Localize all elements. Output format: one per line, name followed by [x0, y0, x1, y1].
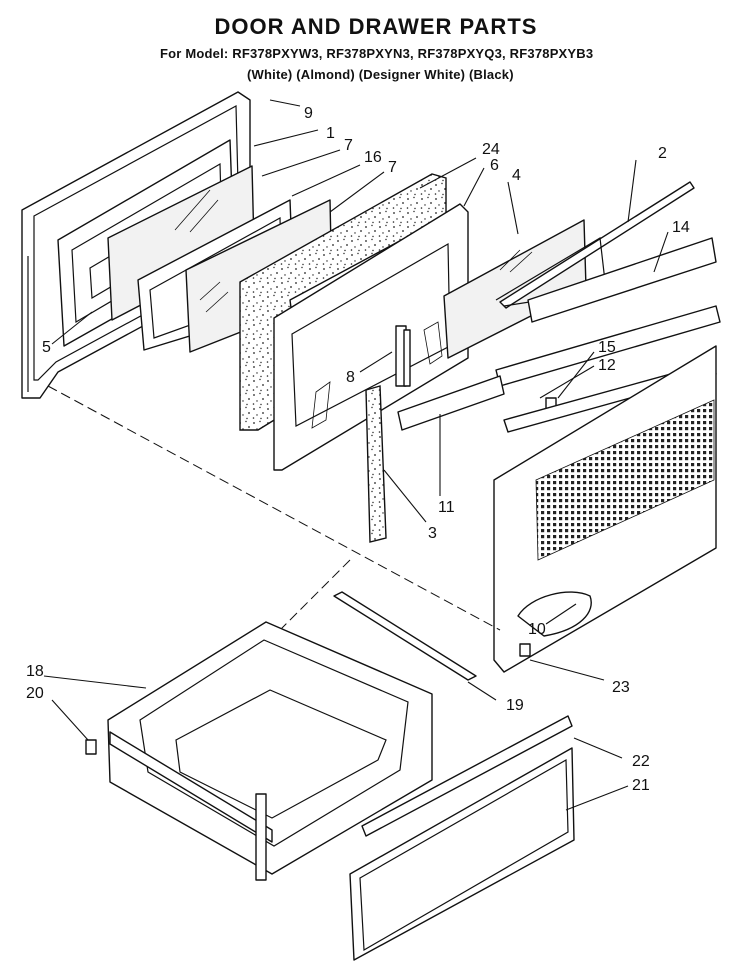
callout-20: 20 [26, 685, 44, 702]
callout-16: 16 [364, 149, 382, 166]
door-outer-panel [493, 345, 717, 673]
callout-24: 24 [482, 141, 500, 158]
callout-19: 19 [506, 697, 524, 714]
leader-lines [43, 99, 669, 811]
assembly-line-1 [47, 385, 501, 631]
drawer-rail [109, 731, 273, 881]
part-22-drawer-trim [361, 715, 573, 837]
part-8-vent-strip [395, 325, 411, 387]
callout-4: 4 [512, 167, 521, 184]
part-3-gasket [365, 385, 387, 543]
model-list: For Model: RF378PXYW3, RF378PXYN3, RF378… [160, 46, 594, 61]
part-23-hinge [519, 643, 531, 657]
callout-9: 9 [304, 105, 313, 122]
callout-3: 3 [428, 525, 437, 542]
callout-10: 10 [528, 621, 546, 638]
callout-6: 6 [490, 157, 499, 174]
callout-7b: 7 [388, 159, 397, 176]
callout-1: 1 [326, 125, 335, 142]
callout-22: 22 [632, 753, 650, 770]
callout-12: 12 [598, 357, 616, 374]
callout-11: 11 [438, 499, 455, 516]
callout-7a: 7 [344, 137, 353, 154]
assembly-line-2 [269, 559, 351, 641]
part-19-drawer-slide [333, 591, 477, 681]
callout-21: 21 [632, 777, 650, 794]
part-14-trim-strip [527, 237, 717, 323]
part-18-drawer-box [107, 621, 433, 875]
part-10-light-cover [517, 591, 592, 637]
callout-15: 15 [598, 339, 616, 356]
callout-5: 5 [42, 339, 51, 356]
callout-2: 2 [658, 145, 667, 162]
callout-18: 18 [26, 663, 44, 680]
callout-8: 8 [346, 369, 355, 386]
diagram-title: DOOR AND DRAWER PARTS [214, 14, 538, 39]
part-21-drawer-front [349, 747, 575, 961]
callout-23: 23 [612, 679, 630, 696]
callout-14: 14 [672, 219, 690, 236]
part-11-trim-strip [397, 375, 505, 431]
part-20-clip [85, 739, 97, 755]
color-list: (White) (Almond) (Designer White) (Black… [247, 67, 514, 82]
